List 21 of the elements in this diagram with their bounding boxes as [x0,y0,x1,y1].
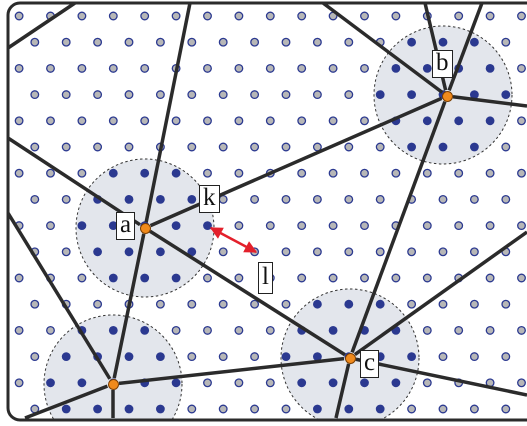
length-label: l [258,262,273,294]
mesh-line [149,230,346,356]
mesh-line [6,212,112,380]
mesh-line [356,358,527,397]
mesh-line [144,2,192,222]
vertex-label: b [432,50,452,78]
mesh-line [118,356,344,386]
mesh-line [112,234,146,378]
vertex-label: a [116,212,136,240]
mesh-line [354,230,527,356]
mesh-line [334,363,350,418]
edge-label: k [199,185,220,213]
mesh-line [7,136,141,226]
mesh-line [322,2,444,94]
mesh-line [111,390,115,418]
mesh-line [452,95,527,108]
mesh-line [24,384,108,420]
vertex-label: c [360,350,380,378]
mesh-line [350,101,447,353]
mesh-line [447,2,484,91]
mesh-line [150,96,442,228]
